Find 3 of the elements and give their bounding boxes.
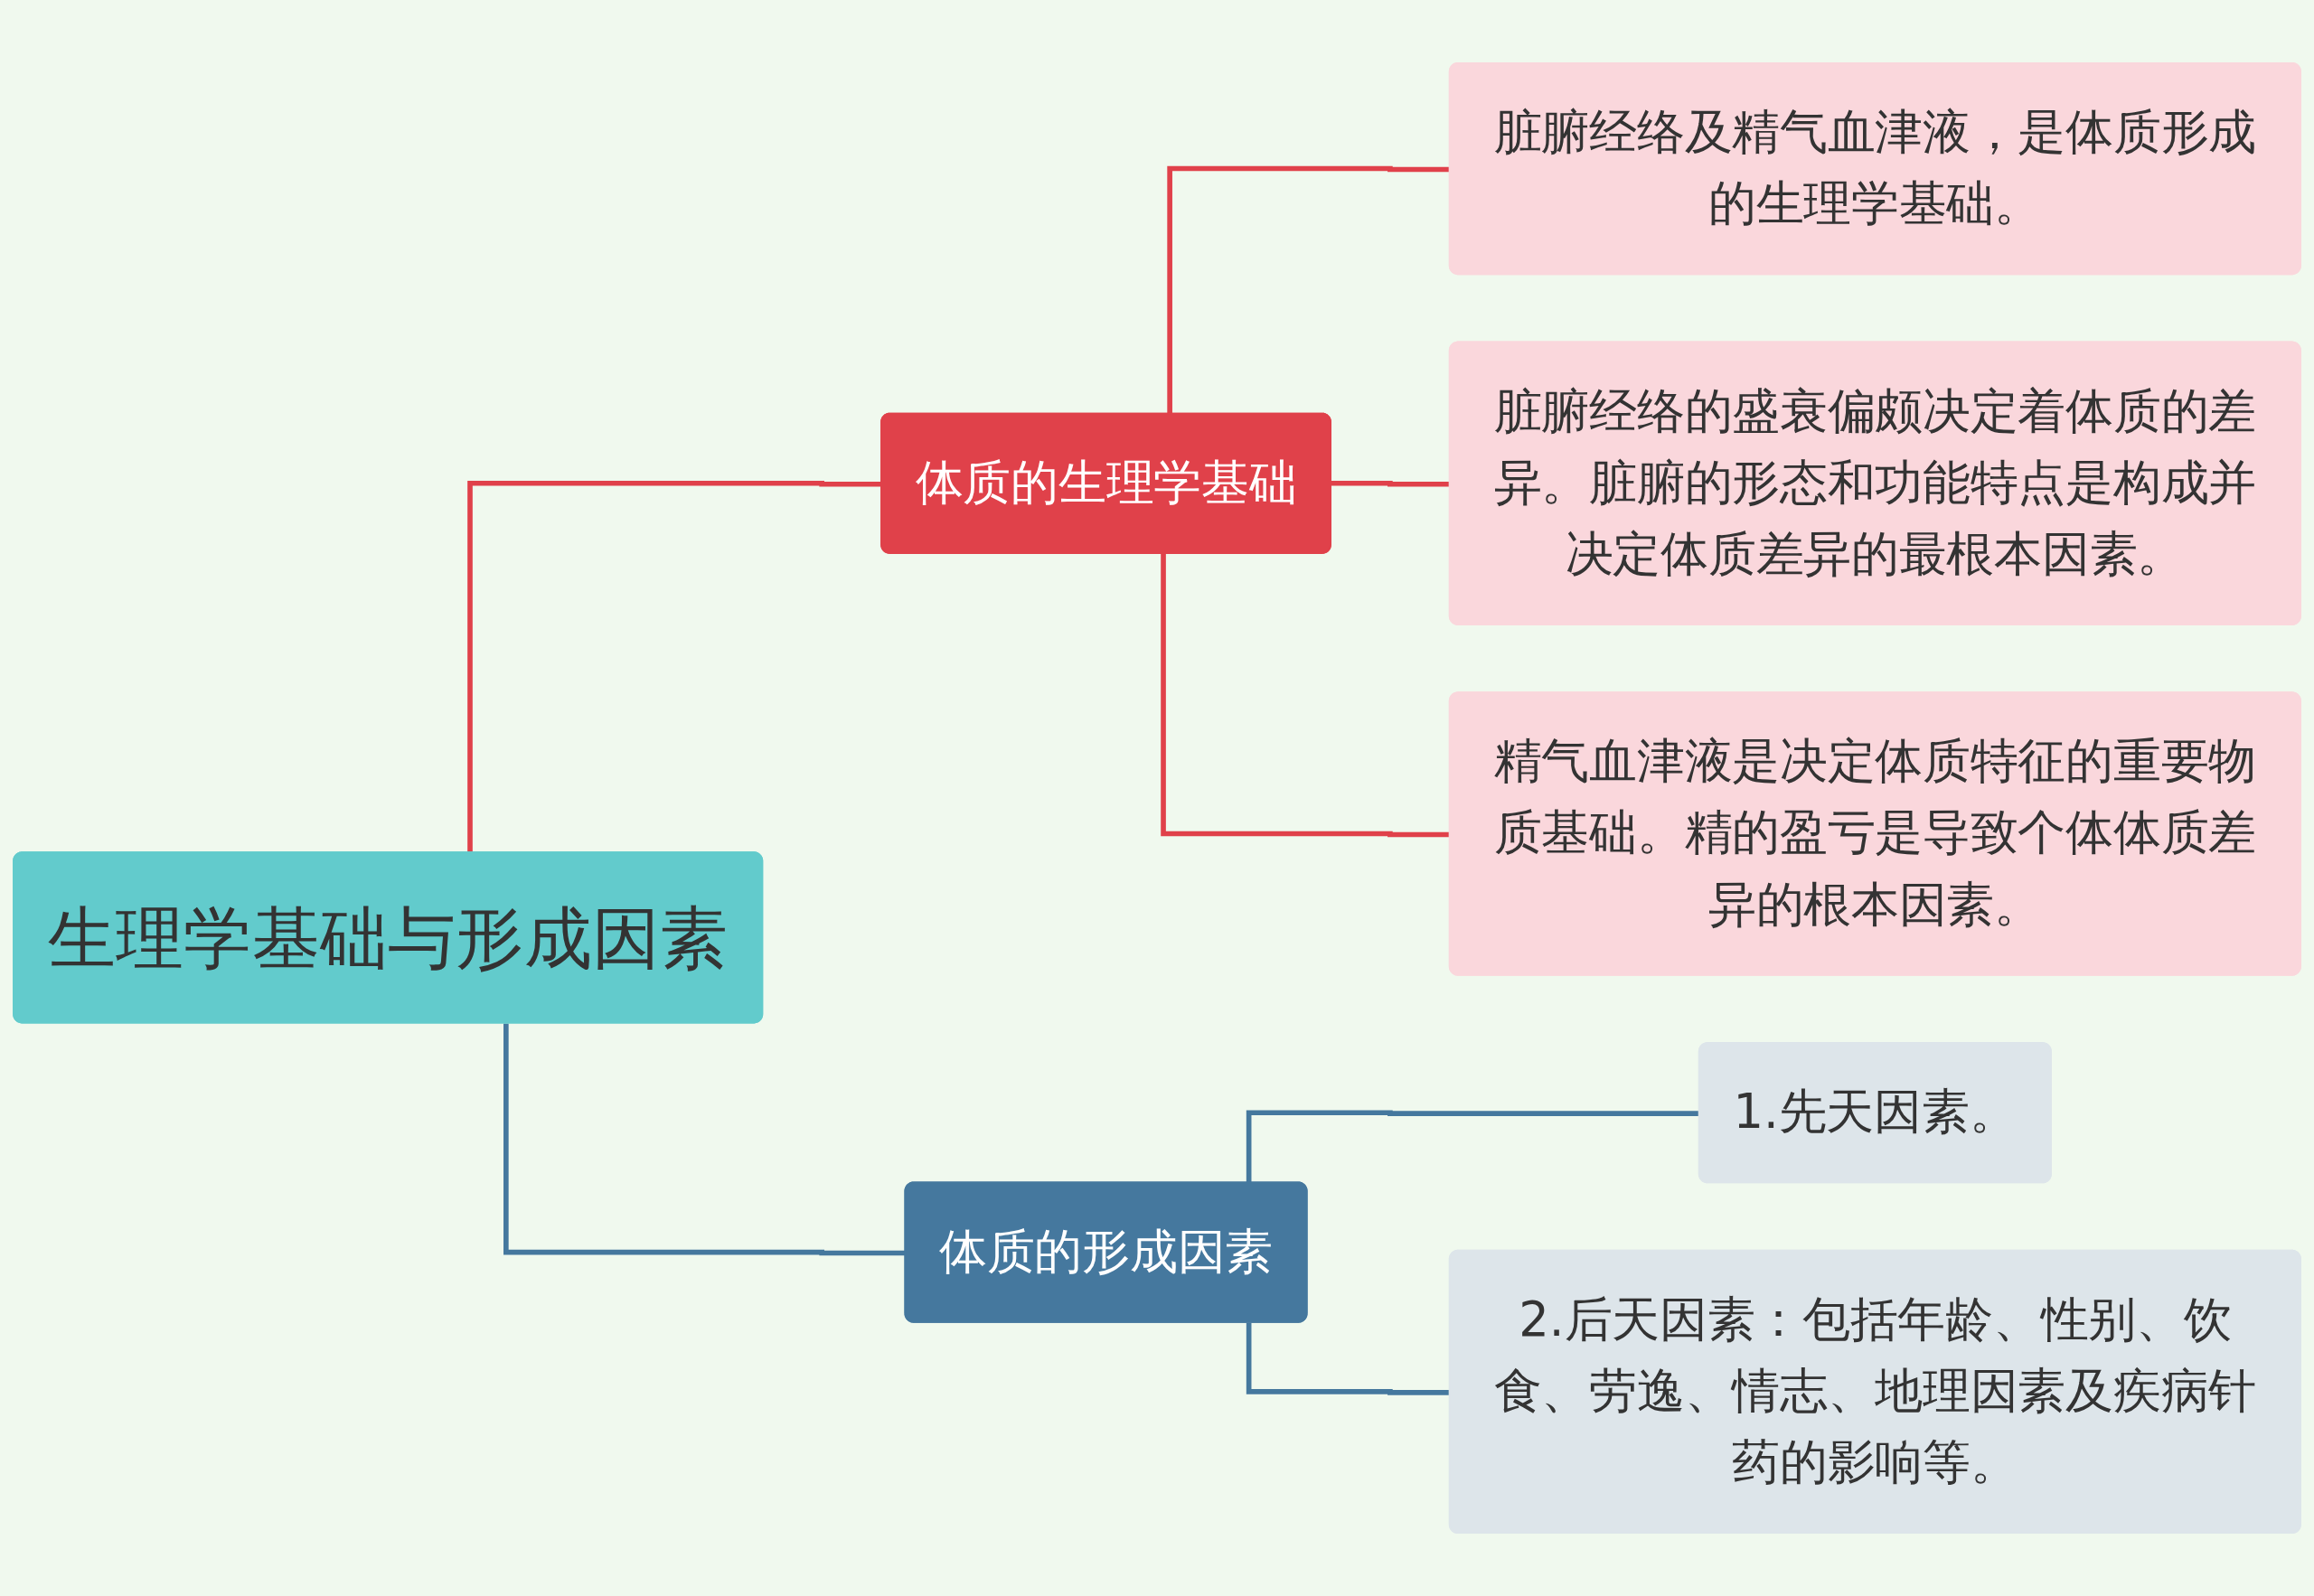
connector xyxy=(467,480,882,854)
connector xyxy=(1329,480,1451,487)
connector xyxy=(1246,1322,1451,1395)
